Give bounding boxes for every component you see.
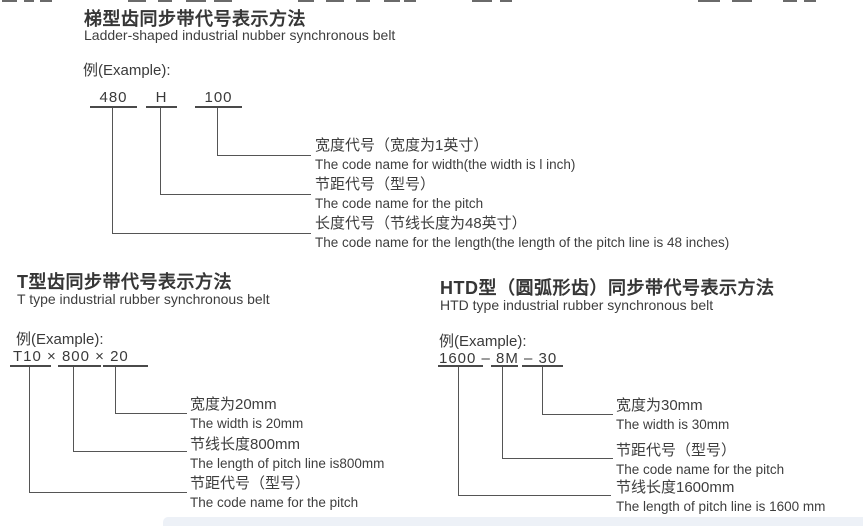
note-cn: 节距代号（型号） bbox=[315, 176, 436, 193]
leader-line-width bbox=[217, 108, 311, 156]
note-cn: 节线长度800mm bbox=[190, 436, 301, 453]
note-cn: 节距代号（型号） bbox=[190, 475, 311, 492]
code-length-480: 480 bbox=[99, 89, 128, 106]
note-width: 宽度为30mm The width is 30mm bbox=[616, 398, 729, 433]
note-en: The code name for the pitch bbox=[616, 462, 785, 477]
note-cn: 宽度为20mm bbox=[190, 396, 277, 413]
text-fragment bbox=[158, 0, 172, 2]
text-fragment bbox=[783, 0, 797, 2]
text-fragment bbox=[356, 0, 370, 2]
note-cn: 宽度代号（宽度为1英寸） bbox=[315, 137, 489, 154]
leader-line-pitch bbox=[160, 108, 311, 195]
section-title-cn: HTD型（圆弧形齿）同步带代号表示方法 bbox=[440, 278, 775, 298]
example-code: T10 × 800 × 20 bbox=[13, 348, 129, 365]
text-fragment bbox=[698, 0, 720, 2]
leader-line-width bbox=[115, 367, 187, 414]
code-pitch-H: H bbox=[155, 89, 168, 106]
text-fragment bbox=[384, 0, 400, 2]
leader-line-pitch-code bbox=[502, 367, 613, 459]
leader-line-pitch-length bbox=[73, 367, 187, 452]
example-label: 例(Example): bbox=[439, 333, 527, 350]
code-underline bbox=[103, 365, 148, 367]
text-fragment bbox=[732, 0, 752, 2]
text-fragment bbox=[128, 0, 146, 2]
note-pitch-length: 节线长度1600mm The length of pitch line is 1… bbox=[616, 480, 825, 515]
note-pitch: 节距代号（型号） The code name for the pitch bbox=[315, 177, 483, 212]
text-fragment bbox=[2, 0, 17, 2]
text-fragment bbox=[186, 0, 206, 2]
leader-line-length bbox=[112, 108, 311, 234]
note-en: The code name for width(the width is l i… bbox=[315, 157, 576, 172]
text-fragment bbox=[40, 0, 52, 2]
note-pitch-length: 节线长度800mm The length of pitch line is800… bbox=[190, 437, 384, 472]
bottom-table-edge bbox=[163, 517, 863, 526]
code-underline bbox=[146, 106, 177, 108]
code-underline bbox=[90, 106, 137, 108]
code-underline bbox=[10, 365, 51, 367]
note-en: The width is 20mm bbox=[190, 416, 304, 431]
text-fragment bbox=[804, 0, 816, 2]
code-underline bbox=[195, 106, 242, 108]
note-en: The code name for the pitch bbox=[190, 495, 359, 510]
note-en: The length of pitch line is 1600 mm bbox=[616, 499, 826, 514]
text-fragment bbox=[500, 0, 512, 2]
note-cn: 长度代号（节线长度为48英寸） bbox=[315, 215, 527, 232]
text-fragment bbox=[326, 0, 344, 2]
example-label: 例(Example): bbox=[16, 331, 104, 348]
text-fragment bbox=[404, 0, 416, 2]
section-subtitle-en: Ladder-shaped industrial nubber synchron… bbox=[84, 27, 396, 43]
text-fragment bbox=[472, 0, 492, 2]
note-cn: 宽度为30mm bbox=[616, 397, 703, 414]
note-en: The code name for the pitch bbox=[315, 196, 484, 211]
note-pitch-code: 节距代号（型号） The code name for the pitch bbox=[190, 476, 358, 511]
section-subtitle-en: T type industrial rubber synchronous bel… bbox=[17, 291, 270, 307]
text-fragment bbox=[298, 0, 314, 2]
note-length: 长度代号（节线长度为48英寸） The code name for the le… bbox=[315, 216, 729, 251]
note-width: 宽度代号（宽度为1英寸） The code name for width(the… bbox=[315, 138, 575, 173]
example-label: 例(Example): bbox=[83, 62, 171, 79]
code-underline bbox=[438, 365, 483, 367]
top-edge-fragments bbox=[0, 0, 863, 3]
code-underline bbox=[58, 365, 101, 367]
code-underline bbox=[491, 365, 518, 367]
note-cn: 节距代号（型号） bbox=[616, 442, 737, 459]
example-code: 1600 – 8M – 30 bbox=[439, 350, 558, 367]
section-title-cn: T型齿同步带代号表示方法 bbox=[17, 272, 232, 292]
section-subtitle-en: HTD type industrial rubber synchronous b… bbox=[440, 297, 714, 313]
note-width: 宽度为20mm The width is 20mm bbox=[190, 397, 303, 432]
code-width-100: 100 bbox=[204, 89, 233, 106]
code-underline bbox=[522, 365, 563, 367]
text-fragment bbox=[24, 0, 34, 2]
note-en: The width is 30mm bbox=[616, 417, 730, 432]
leader-line-width bbox=[542, 367, 613, 415]
leader-line-pitch-code bbox=[29, 367, 187, 493]
leader-line-pitch-length bbox=[458, 367, 611, 496]
section-title-cn: 梯型齿同步带代号表示方法 bbox=[84, 9, 306, 29]
note-en: The length of pitch line is800mm bbox=[190, 456, 385, 471]
note-en: The code name for the length(the length … bbox=[315, 235, 730, 250]
note-pitch-code: 节距代号（型号） The code name for the pitch bbox=[616, 443, 784, 478]
note-cn: 节线长度1600mm bbox=[616, 479, 735, 496]
text-fragment bbox=[214, 0, 232, 2]
